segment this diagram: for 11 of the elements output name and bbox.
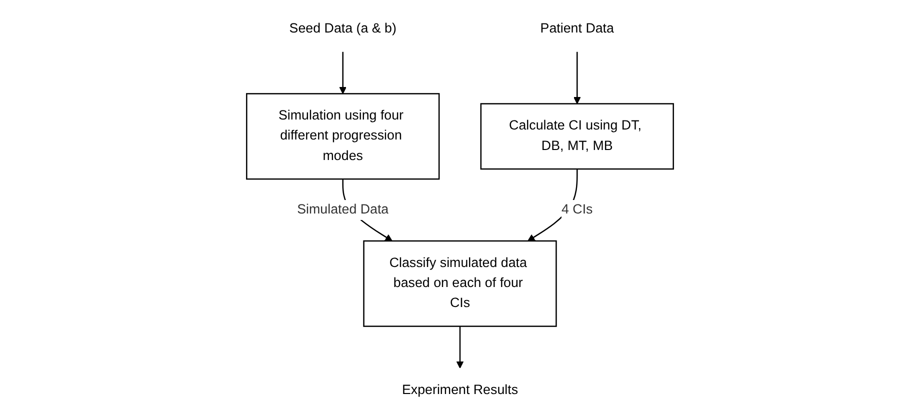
arrow	[573, 52, 581, 104]
arrow	[339, 52, 347, 94]
arrow	[456, 326, 464, 368]
node-box: Simulation using four different progression modes	[246, 93, 440, 180]
node-text: Seed Data (a & b)	[289, 22, 396, 36]
edge-label: 4 CIs	[562, 202, 593, 217]
node-text: Experiment Results	[402, 383, 518, 398]
node-box: Calculate CI using DT, DB, MT, MB	[480, 103, 674, 170]
node-text: Patient Data	[540, 22, 614, 36]
node-box: Classify simulated data based on each of four CIs	[363, 240, 557, 327]
edge-label: Simulated Data	[297, 202, 389, 217]
